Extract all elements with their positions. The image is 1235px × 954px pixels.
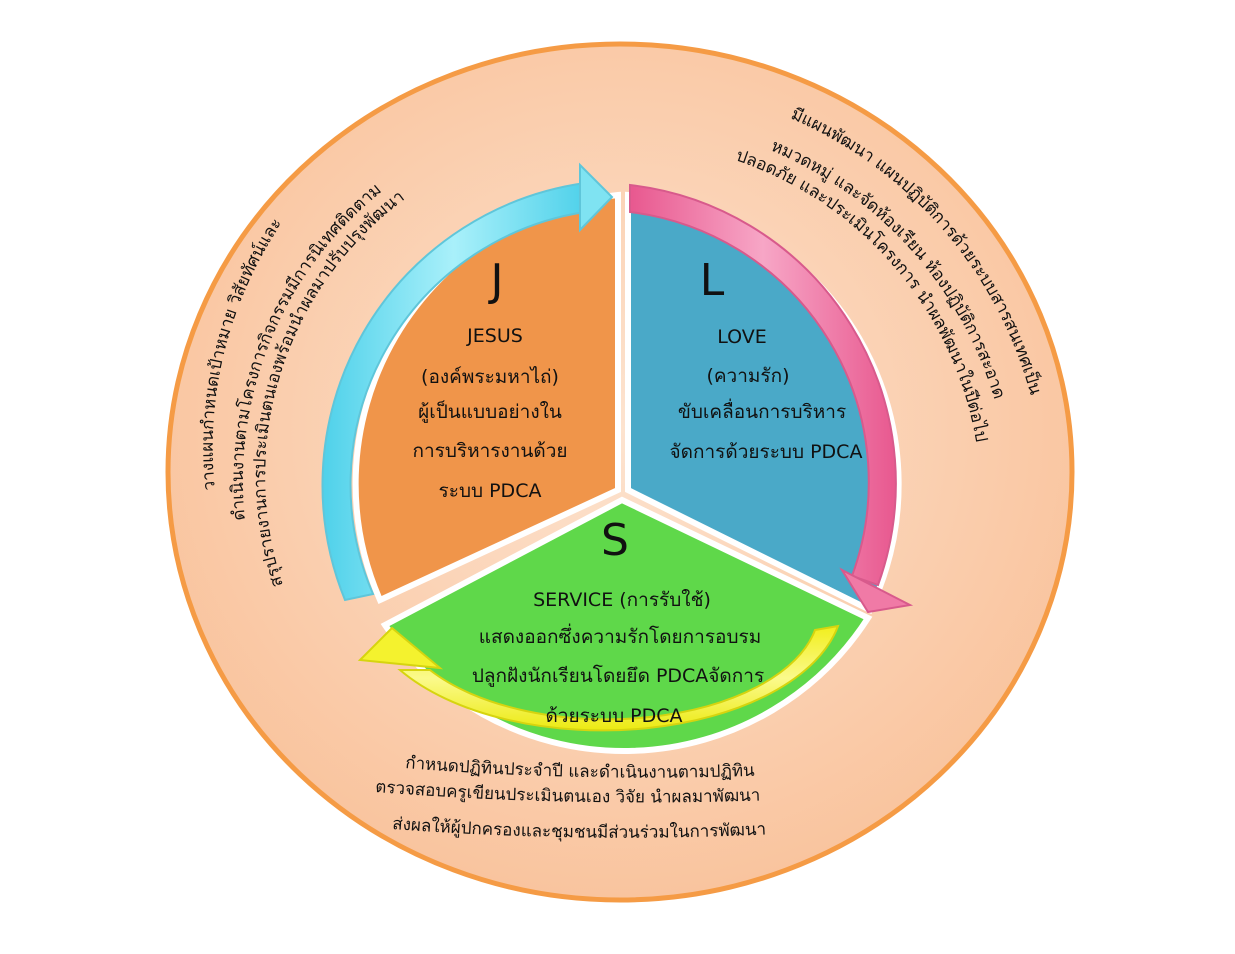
- segment-j-text: JESUS (องค์พระมหาไถ่) ผู้เป็นแบบอย่างใน …: [412, 325, 567, 502]
- segment-l-text: LOVE (ความรัก) ขับเคลื่อนการบริหาร จัดกา…: [670, 326, 863, 463]
- segment-j-line: ผู้เป็นแบบอย่างใน: [418, 399, 562, 423]
- segment-j-line: ระบบ PDCA: [439, 480, 542, 502]
- segment-s-line: ด้วยระบบ PDCA: [545, 705, 682, 727]
- segment-j-letter: J: [488, 255, 504, 306]
- segment-j-line: การบริหารงานด้วย: [412, 440, 567, 462]
- segment-l-letter: L: [700, 255, 725, 306]
- segment-j-line: JESUS: [466, 325, 523, 347]
- outer-text-bottom: กำหนดปฏิทินประจำปี และดำเนินงานตามปฏิทิน…: [375, 753, 767, 843]
- arrow-cyan: [321, 162, 614, 602]
- segment-l-line: จัดการด้วยระบบ PDCA: [670, 441, 863, 463]
- segment-j-line: (องค์พระมหาไถ่): [421, 366, 559, 388]
- segment-l-line: (ความรัก): [706, 365, 789, 387]
- segment-s-line: ปลูกฝังนักเรียนโดยยึด PDCAจัดการ: [472, 664, 764, 687]
- arrow-yellow: [357, 624, 840, 732]
- segment-s-text: SERVICE (การรับใช้) แสดงออกซึ่งความรักโด…: [472, 589, 764, 727]
- segment-l-line: LOVE: [717, 326, 767, 348]
- segment-s-line: SERVICE (การรับใช้): [533, 589, 711, 611]
- segment-s-letter: S: [601, 515, 629, 566]
- segment-s-line: แสดงออกซึ่งความรักโดยการอบรม: [479, 623, 762, 648]
- arrow-pink: [629, 183, 914, 614]
- segment-l-line: ขับเคลื่อนการบริหาร: [678, 398, 846, 423]
